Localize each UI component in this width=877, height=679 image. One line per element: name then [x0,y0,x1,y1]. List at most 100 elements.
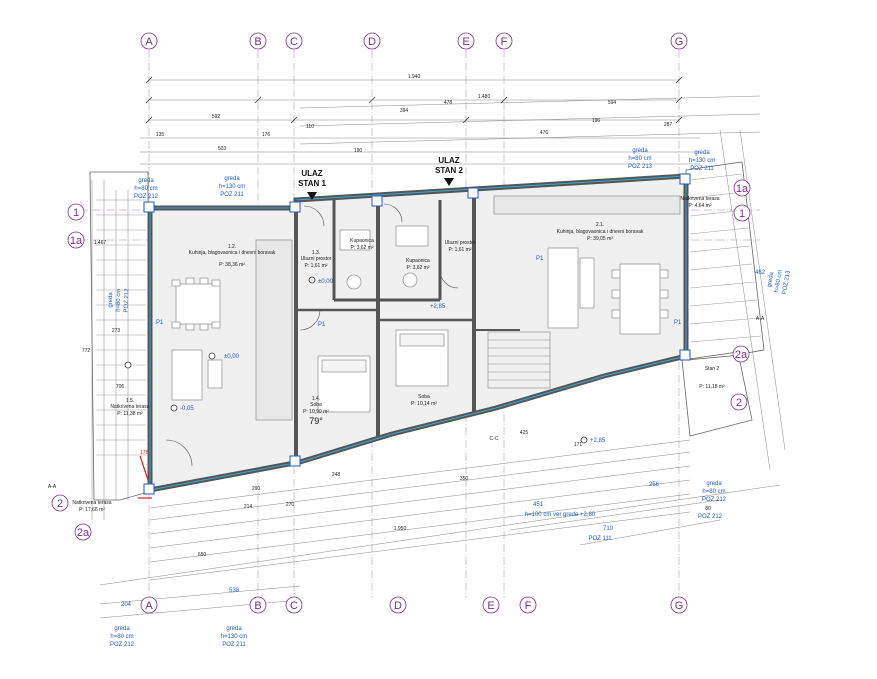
svg-text:2a: 2a [77,527,90,539]
grid-bubble-bottom-E: E [482,596,500,614]
level-label-1: ±0,00 [224,354,240,360]
svg-text:256: 256 [649,482,660,488]
grid-bubble-bottom-C: C [285,596,303,614]
svg-text:C: C [290,600,298,612]
svg-text:1.480: 1.480 [478,94,491,100]
grid-bubble-top-D: D [363,32,381,50]
stairs [487,331,551,389]
grid-bubble-top-B: B [249,32,267,50]
svg-text:h=80 cm: h=80 cm [110,634,133,640]
svg-text:STAN 2: STAN 2 [435,166,463,175]
svg-text:greda: greda [224,176,240,182]
svg-text:P: 11,38 m²: P: 11,38 m² [117,411,143,417]
svg-text:h=80 cm: h=80 cm [702,489,725,495]
room-label-terrace-3: Natkrivena terasa P: 17,66 m² [72,500,111,513]
svg-text:2: 2 [57,498,63,510]
grid-bubbles-right: 1a 1 2a 2 [730,179,751,411]
beam-label-4: greda h=80 cm POZ 212 [702,481,727,503]
svg-text:A: A [145,600,153,612]
grid-bubbles-top: A B C D E F G [140,32,688,50]
svg-text:Kuhinja, blagovaonica i dnevni: Kuhinja, blagovaonica i dnevni boravak [189,250,276,256]
svg-text:B: B [254,600,261,612]
svg-text:F: F [525,600,532,612]
svg-text:B: B [254,36,261,48]
section-mark-vertical: C-C [490,436,499,442]
svg-text:h=80 cm: h=80 cm [116,289,123,312]
grid-bubble-right-1a: 1a [733,179,751,197]
svg-text:POZ 213: POZ 213 [628,164,653,170]
wall-label-1: P1 [156,320,164,326]
svg-text:greda: greda [632,148,648,154]
svg-text:greda: greda [694,150,710,156]
svg-text:273: 273 [112,328,121,334]
grid-bubble-left-1: 1 [67,203,85,221]
svg-text:171: 171 [574,442,583,448]
svg-text:ULAZ: ULAZ [438,156,459,165]
svg-text:2.1.: 2.1. [596,222,604,228]
svg-text:462: 462 [755,270,766,276]
grid-bubble-bottom-D: D [389,596,407,614]
level-label-5: +2,85 [590,438,606,444]
svg-text:P: 3,62 m²: P: 3,62 m² [406,265,429,271]
beam-label-9: greda h=80 cm POZ 213 [628,148,653,170]
dimension-text-right: 462 80 [705,270,765,512]
svg-text:592: 592 [212,114,221,120]
svg-text:P: 10,14 m²: P: 10,14 m² [411,401,437,407]
red-mark-label: 178 [140,450,149,456]
wall-label-3: P1 [536,256,544,262]
entrance-stan-1: ULAZ STAN 1 [298,169,326,200]
room-label-bedroom-1: 1.4. Soba P: 10,90 m² [303,396,329,415]
svg-text:P: 1,61 m²: P: 1,61 m² [304,263,327,269]
svg-text:D: D [394,600,402,612]
svg-text:706: 706 [116,384,125,390]
svg-text:1a: 1a [70,235,83,247]
svg-text:h=130 cm: h=130 cm [221,634,248,640]
svg-text:538: 538 [229,588,240,594]
section-mark-right: A-A [756,316,765,322]
room-label-bedroom-2: Soba P: 10,14 m² [411,394,437,407]
svg-text:POZ 211: POZ 211 [690,166,714,172]
grid-bubble-top-G: G [670,32,688,50]
svg-text:ULAZ: ULAZ [301,169,322,178]
svg-text:2: 2 [736,397,742,409]
svg-text:1.950: 1.950 [394,526,407,532]
svg-text:STAN 1: STAN 1 [298,179,326,188]
terrace-deck-left [96,199,146,456]
svg-text:E: E [487,600,494,612]
svg-text:P: 17,66 m²: P: 17,66 m² [79,507,105,513]
svg-text:425: 425 [520,430,529,436]
red-mark [138,455,152,499]
bottom-beam-note: h=100 cm ver grede +2,60 [525,512,596,518]
svg-text:1.2.: 1.2. [228,244,236,250]
grid-bubble-left-2a: 2a [74,523,92,541]
room-label-living-1: 1.2. Kuhinja, blagovaonica i dnevni bora… [189,244,276,268]
level-label-4: +2,85 [430,304,446,310]
svg-text:P: 39,05 m²: P: 39,05 m² [587,236,613,242]
svg-text:Kupaonica: Kupaonica [350,238,374,244]
room-label-terrace-2: Natkrivena terasa P: 4,64 m² [680,196,719,209]
svg-text:190: 190 [354,148,363,154]
svg-text:110: 110 [306,124,314,130]
svg-text:204: 204 [121,602,132,608]
beam-label-2: greda h=130 cm POZ 211 [219,176,246,198]
room-label-entry-2: Ulazni prostor P: 1,61 m² [445,240,476,253]
svg-text:772: 772 [82,348,91,354]
svg-text:270: 270 [286,502,295,508]
svg-text:287: 287 [664,122,673,128]
grid-bubble-top-C: C [285,32,303,50]
dimension-text-top: 1.940 1.480 592 594 135 176 503 476 287 … [156,74,673,154]
svg-text:greda: greda [767,271,776,288]
svg-text:POZ 212: POZ 212 [134,194,159,200]
svg-text:h=80 cm: h=80 cm [628,156,651,162]
svg-text:135: 135 [156,132,165,138]
svg-text:196: 196 [592,118,601,124]
svg-text:E: E [462,36,469,48]
grid-bubble-left-2: 2 [51,494,69,512]
grid-bubble-right-2a: 2a [732,345,750,363]
svg-text:248: 248 [332,472,341,478]
svg-text:h=80 cm: h=80 cm [774,269,784,293]
svg-text:451: 451 [533,502,544,508]
beam-label-6: greda h=80 cm POZ 212 [110,626,135,648]
svg-text:P: 4,64 m²: P: 4,64 m² [688,203,711,209]
